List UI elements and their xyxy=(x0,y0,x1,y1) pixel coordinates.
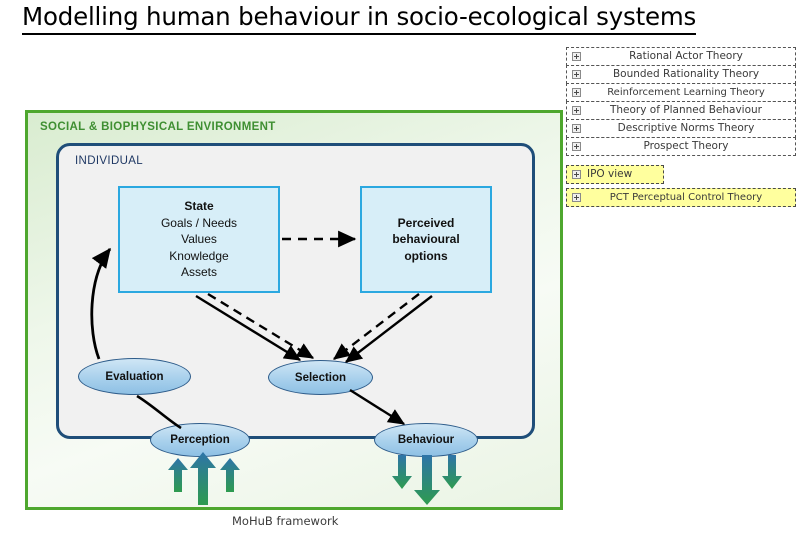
expand-plus-icon[interactable] xyxy=(572,142,581,151)
expand-plus-icon[interactable] xyxy=(572,106,581,115)
node-perception[interactable]: Perception xyxy=(150,423,250,457)
state-line-values: Values xyxy=(181,232,217,247)
state-line-knowledge: Knowledge xyxy=(169,248,229,263)
node-perception-label: Perception xyxy=(170,434,230,446)
individual-label: INDIVIDUAL xyxy=(75,155,144,167)
state-line-goals: Goals / Needs xyxy=(160,215,238,230)
theory-item-pct[interactable]: PCT Perceptual Control Theory xyxy=(566,188,796,207)
theory-item-ipo-view[interactable]: IPO view xyxy=(566,165,664,184)
options-line-1: Perceived xyxy=(397,215,455,230)
node-evaluation[interactable]: Evaluation xyxy=(78,358,191,395)
state-heading: State xyxy=(184,199,214,214)
node-behaviour-label: Behaviour xyxy=(397,434,455,446)
expand-plus-icon[interactable] xyxy=(572,193,581,202)
theory-item-prospect-theory[interactable]: Prospect Theory xyxy=(566,137,796,156)
theory-item-reinforcement-learning[interactable]: Reinforcement Learning Theory xyxy=(566,83,796,102)
environment-label: SOCIAL & BIOPHYSICAL ENVIRONMENT xyxy=(40,121,276,133)
theory-list: Rational Actor Theory Bounded Rationalit… xyxy=(566,47,796,211)
page-title: Modelling human behaviour in socio-ecolo… xyxy=(22,2,696,35)
state-box: State Goals / Needs Values Knowledge Ass… xyxy=(118,186,280,293)
options-line-2: behavioural xyxy=(392,232,460,247)
node-selection-label: Selection xyxy=(294,371,347,384)
theory-item-descriptive-norms[interactable]: Descriptive Norms Theory xyxy=(566,119,796,138)
theory-item-bounded-rationality[interactable]: Bounded Rationality Theory xyxy=(566,65,796,84)
expand-plus-icon[interactable] xyxy=(572,124,581,133)
expand-plus-icon[interactable] xyxy=(572,88,581,97)
theory-item-rational-actor[interactable]: Rational Actor Theory xyxy=(566,47,796,66)
options-line-3: options xyxy=(404,248,448,263)
perceived-options-box: Perceived behavioural options xyxy=(360,186,492,293)
state-line-assets: Assets xyxy=(180,265,217,280)
theory-item-planned-behaviour[interactable]: Theory of Planned Behaviour xyxy=(566,101,796,120)
expand-plus-icon[interactable] xyxy=(572,70,581,79)
expand-plus-icon[interactable] xyxy=(572,52,581,61)
node-behaviour[interactable]: Behaviour xyxy=(374,423,478,457)
node-evaluation-label: Evaluation xyxy=(105,370,164,383)
figure-caption: MoHuB framework xyxy=(232,514,339,528)
theory-list-spacer xyxy=(566,155,796,165)
node-selection[interactable]: Selection xyxy=(268,360,373,395)
expand-plus-icon[interactable] xyxy=(572,170,581,179)
